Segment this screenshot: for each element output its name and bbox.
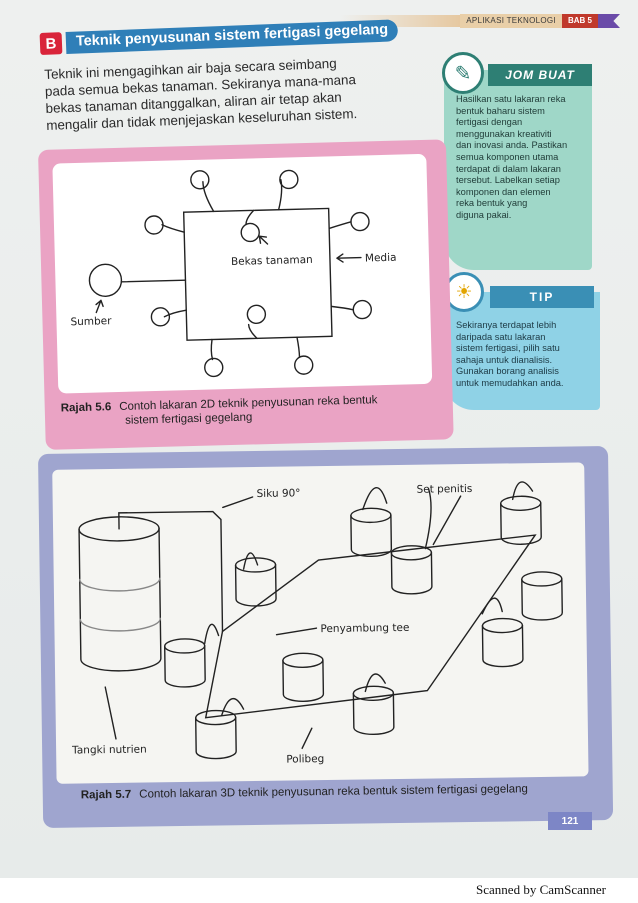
drip-line xyxy=(220,698,245,717)
pot-circle xyxy=(144,215,164,235)
label-elbow: Siku 90° xyxy=(256,487,300,500)
drip-line xyxy=(242,552,259,570)
jom-line: fertigasi dengan xyxy=(456,117,523,128)
source-pipe xyxy=(120,279,187,283)
tip-line: untuk memudahkan anda. xyxy=(456,377,564,388)
label-tank: Tangki nutrien xyxy=(71,744,147,757)
pot-circle xyxy=(246,304,267,325)
pencil-ruler-icon: ✎ xyxy=(442,52,484,94)
tip-line: sahaja untuk dianalisis. xyxy=(456,354,553,365)
figure-5-7-canvas: Siku 90° Set penitis Penyambung tee Tang… xyxy=(52,462,589,784)
drip-line xyxy=(362,487,388,511)
scanner-footer: Scanned by CamScanner xyxy=(0,878,638,903)
label-container: Bekas tanaman xyxy=(231,254,313,268)
feed-pipe xyxy=(118,510,224,633)
arrow-to-media xyxy=(336,253,362,263)
pot-circle xyxy=(279,169,299,190)
pot-circle xyxy=(150,307,171,327)
drip-line xyxy=(481,597,503,615)
ring-pipe-loop xyxy=(182,207,333,341)
chapter-label: BAB 5 xyxy=(561,14,598,28)
label-drip-set: Set penitis xyxy=(416,483,472,496)
arrow-to-source xyxy=(95,299,104,314)
tip-line: Sekiranya terdapat lebih xyxy=(456,320,557,330)
sketch-3d-diagram: Siku 90° Set penitis Penyambung tee Tang… xyxy=(71,481,563,766)
jom-line: semua komponen utama xyxy=(456,151,559,162)
section-letter: B xyxy=(39,32,63,55)
pot-circle xyxy=(294,355,314,375)
tip-box xyxy=(444,292,600,410)
pot-circle xyxy=(352,299,372,320)
figure-5-7-caption: Rajah 5.7 Contoh lakaran 3D teknik penyus… xyxy=(81,782,601,801)
page-number: 121 xyxy=(548,812,592,830)
pot-circle xyxy=(190,170,210,190)
jom-buat-text: Hasilkan satu lakaran reka bentuk baharu… xyxy=(456,94,586,222)
jom-line: tersebut. Labelkan setiap xyxy=(456,175,560,186)
jom-line: dan inovasi anda. Pastikan xyxy=(456,140,568,151)
running-title: APLIKASI TEKNOLOGI xyxy=(460,14,562,28)
figure-5-7-number: Rajah 5.7 xyxy=(80,788,132,802)
jom-line: menggunakan kreativiti xyxy=(456,128,552,139)
caption-text: Contoh lakaran 3D teknik penyusunan reka… xyxy=(139,783,528,801)
jom-buat-title: JOM BUAT xyxy=(488,64,592,86)
label-media: Media xyxy=(365,252,397,265)
tip-line: daripada satu lakaran xyxy=(456,331,546,342)
tank-body xyxy=(78,527,162,672)
jom-line: terdapat di dalam lakaran xyxy=(456,163,561,174)
intro-paragraph: Teknik ini mengagihkan air baja secara s… xyxy=(44,52,414,134)
section-title: Teknik penyusunan sistem fertigasi gegel… xyxy=(65,19,399,54)
label-source: Sumber xyxy=(70,315,112,328)
drip-line xyxy=(424,487,432,550)
arrow-to-tank xyxy=(104,686,117,740)
tip-title: TIP xyxy=(490,286,594,308)
drip-line xyxy=(364,673,386,693)
label-tee: Penyambung tee xyxy=(320,622,409,635)
arrow-to-drip-set xyxy=(432,495,462,546)
pot-circle xyxy=(240,222,260,243)
figure-5-6-canvas: Bekas tanaman Media Sumber xyxy=(52,153,433,394)
jom-buat-box xyxy=(444,70,592,270)
textbook-page: APLIKASI TEKNOLOGI BAB 5 B Teknik penyus… xyxy=(0,0,638,878)
source-circle xyxy=(88,263,123,297)
arrow-to-container xyxy=(258,235,269,245)
arrow-to-polybag xyxy=(301,727,313,750)
polybag-group xyxy=(163,495,563,760)
ribbon-flag-icon xyxy=(598,14,620,28)
drip-line xyxy=(203,623,220,645)
jom-line: reka bentuk yang xyxy=(456,198,528,209)
jom-line: Hasilkan satu lakaran reka xyxy=(456,94,566,104)
label-polybag: Polibeg xyxy=(286,753,324,766)
figure-5-7: Siku 90° Set penitis Penyambung tee Tang… xyxy=(38,446,614,828)
arrow-to-elbow xyxy=(222,496,254,509)
jom-line: komponen dan elemen xyxy=(456,186,551,197)
jom-line: diguna pakai. xyxy=(456,209,512,220)
scanner-watermark: Scanned by CamScanner xyxy=(476,882,606,897)
sketch-2d-diagram: Bekas tanaman Media Sumber xyxy=(70,169,397,378)
tip-text: Sekiranya terdapat lebih daripada satu l… xyxy=(456,320,596,390)
section-banner: B Teknik penyusunan sistem fertigasi geg… xyxy=(39,16,412,58)
jom-line: bentuk baharu sistem xyxy=(456,105,545,116)
pot-circle xyxy=(350,211,370,232)
tip-line: sistem fertigasi, pilih satu xyxy=(456,343,560,354)
arrow-to-tee xyxy=(275,627,318,636)
figure-5-6-number: Rajah 5.6 xyxy=(60,401,112,415)
pot-circle xyxy=(204,357,224,378)
drip-line xyxy=(511,481,534,501)
ring-loop-pipe xyxy=(204,534,537,719)
tip-line: Gunakan borang analisis xyxy=(456,366,559,377)
